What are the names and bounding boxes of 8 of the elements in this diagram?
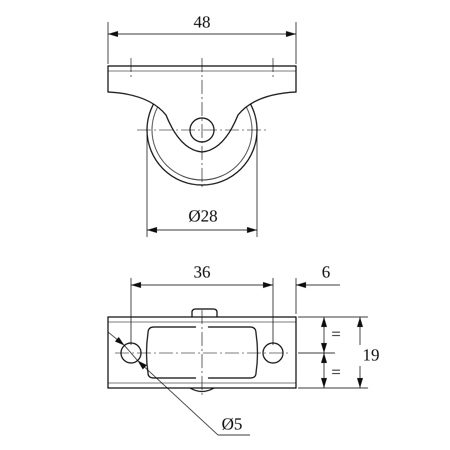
dimension-label: 36 [194,264,210,280]
dimension-label: 6 [322,264,330,280]
dimension-label: Ø5 [222,416,242,432]
dimension-label: 48 [194,14,210,30]
dimension-label: 19 [362,346,380,364]
equal-sign: = [331,326,341,342]
equal-sign: = [331,364,341,380]
dimension-label: Ø28 [188,208,218,224]
